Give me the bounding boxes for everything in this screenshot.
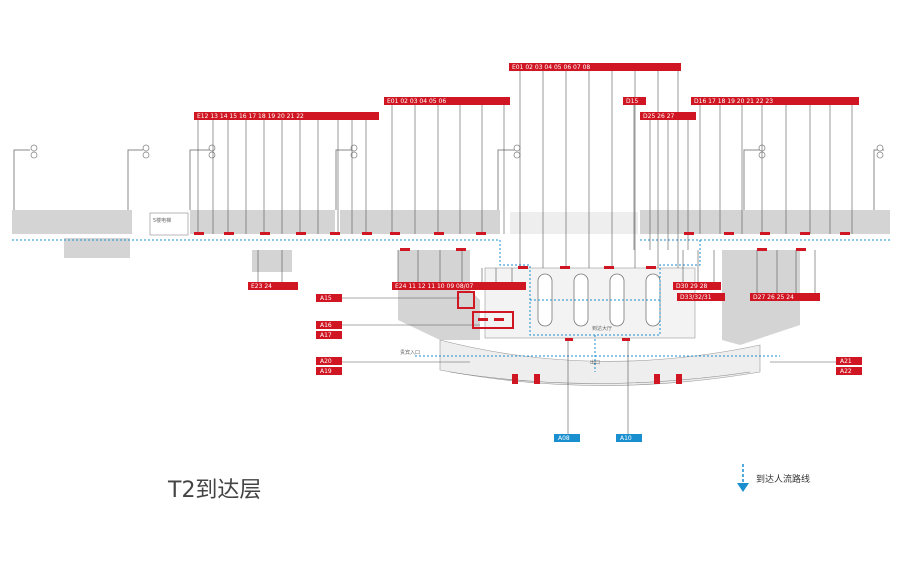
center-left-wing	[398, 250, 480, 340]
exit-a19: A19	[320, 368, 332, 375]
exit-a10: A10	[620, 435, 632, 442]
exit-center-label: 出口	[590, 359, 600, 366]
gate-label-bars	[194, 63, 859, 301]
highlight-box-1	[457, 291, 475, 309]
highlight-inner-1	[478, 318, 488, 321]
exit-a22: A22	[840, 368, 852, 375]
gates-label-bottom-right: D27 26 25 24	[753, 294, 794, 301]
center-hall	[484, 267, 696, 339]
carousel-3	[609, 273, 625, 327]
gate-markers	[194, 232, 850, 384]
exit-a17: A17	[320, 332, 332, 339]
legend-label: 到达人流路线	[756, 475, 811, 485]
right-pier-block-1	[640, 210, 890, 234]
carousel-4	[645, 273, 661, 327]
floor-title: T2到达层	[168, 478, 262, 503]
gate-label-d15: D15	[626, 98, 638, 105]
left-pier-block-1	[12, 210, 132, 234]
exit-label-bars	[316, 294, 862, 375]
gates-label-bottom-left: E23 24	[251, 283, 272, 290]
left-entrance-label: 贵宾入口	[400, 349, 420, 356]
highlight-inner-2	[494, 318, 504, 321]
gates-label-top-center: E01 02 03 04 05 06 07 08	[512, 64, 590, 71]
highlight-box-2	[472, 311, 514, 329]
legend-arrow-icon	[737, 464, 749, 492]
bridge-heads	[30, 144, 884, 159]
gates-label-center-left: E24 11 12 11 10 09 08/07	[395, 283, 474, 290]
jet-bridges	[13, 149, 884, 210]
left-pier-block-3	[190, 210, 335, 234]
exit-a08: A08	[558, 435, 570, 442]
left-pier-block-2	[149, 212, 189, 236]
exit-a20: A20	[320, 358, 332, 365]
gates-label-d-small: D25 26 27	[643, 113, 675, 120]
legend: 到达人流路线	[734, 462, 874, 498]
gates-label-center-right: D30 29 28	[676, 283, 708, 290]
gates-label-d-center: D33/32/31	[680, 294, 712, 301]
bottom-exit-bars	[554, 434, 642, 442]
exit-a15: A15	[320, 295, 332, 302]
exit-a21: A21	[840, 358, 852, 365]
gates-label-mid-left: E01 02 03 04 05 06	[387, 98, 446, 105]
gate-labels: E12 13 14 15 16 17 18 19 20 21 22 E01 02…	[197, 64, 794, 301]
exit-labels: A15 A16 A17 A20 A19 A21 A22	[320, 295, 852, 375]
gates-label-top-right: D16 17 18 19 20 21 22 23	[694, 98, 773, 105]
right-pier-block-2	[510, 212, 638, 234]
carousel-2	[573, 273, 589, 327]
stairs-label: 5楼电梯	[153, 217, 171, 224]
left-pier-block-5	[380, 210, 500, 234]
arrival-route	[12, 239, 890, 372]
front-curve-2	[449, 371, 751, 384]
carousel-1	[537, 273, 553, 327]
leader-lines	[197, 70, 853, 436]
hall-label: 到达大厅	[592, 325, 612, 332]
gates-label-top-left: E12 13 14 15 16 17 18 19 20 21 22	[197, 113, 304, 120]
lower-left-block	[64, 238, 130, 258]
left-pier-block-4	[340, 210, 380, 234]
exit-a16: A16	[320, 322, 332, 329]
